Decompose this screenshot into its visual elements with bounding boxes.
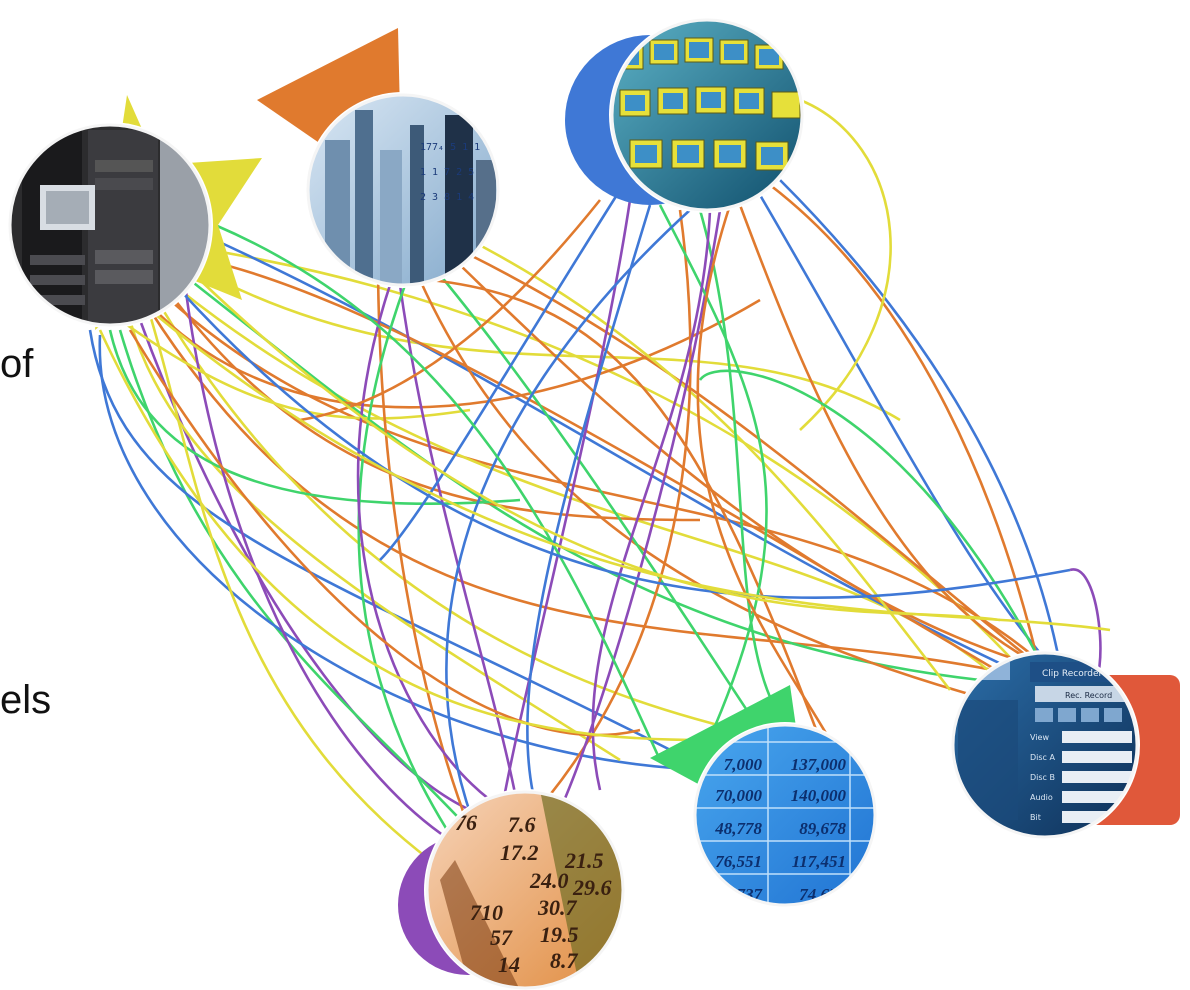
connection-edges	[88, 98, 1111, 862]
svg-text:1 1 7 2 5: 1 1 7 2 5	[420, 167, 474, 178]
svg-text:17.2: 17.2	[500, 840, 539, 865]
connection-curve-34	[698, 209, 791, 731]
connection-curve-5	[138, 319, 501, 822]
svg-text:117,451: 117,451	[792, 852, 846, 871]
connection-curve-32	[526, 204, 652, 821]
svg-text:Disc B: Disc B	[1030, 773, 1055, 782]
connection-curve-43	[591, 209, 712, 791]
svg-text:29.6: 29.6	[572, 875, 612, 900]
connection-curve-52	[199, 279, 1001, 622]
connection-curve-31	[498, 199, 632, 821]
connection-curve-18	[183, 284, 451, 842]
text-fragment-of: of	[0, 342, 34, 386]
clip-recorder-photo: Clip Recorder Rec. Record View Disc A Di…	[950, 650, 1140, 840]
connection-curve-38	[769, 183, 1042, 671]
connection-curve-49	[179, 289, 1071, 600]
svg-text:48,778: 48,778	[714, 819, 762, 838]
svg-text:2 3 8 1 4: 2 3 8 1 4	[420, 192, 474, 203]
connection-curve-51	[149, 308, 1111, 632]
city-data-photo: 177₄ 5 1 1 1 1 7 2 5 2 3 8 1 4	[305, 92, 501, 288]
svg-text:76: 76	[455, 810, 477, 835]
svg-text:76,551: 76,551	[715, 852, 762, 871]
svg-text:21.5: 21.5	[564, 848, 604, 873]
svg-text:70,000: 70,000	[715, 786, 762, 805]
connection-curve-1	[148, 309, 1041, 682]
svg-text:140,000: 140,000	[791, 786, 847, 805]
svg-text:Audio: Audio	[1030, 793, 1053, 802]
svg-text:500: 500	[737, 917, 763, 936]
stock-table-photo: 76 7.6 17.2 24.0 30.7 19.5 8.7 21.5 29.6…	[424, 789, 626, 990]
connection-curve-23	[418, 279, 991, 702]
connection-curve-22	[398, 284, 522, 821]
connection-curve-15	[128, 319, 621, 762]
monitors-grid-photo	[609, 17, 805, 213]
connection-curve-33	[519, 209, 692, 831]
connection-curve-40	[799, 98, 892, 431]
connection-curve-48	[214, 223, 662, 761]
svg-text:Rec. Record: Rec. Record	[1065, 691, 1112, 700]
svg-text:8.7: 8.7	[550, 948, 579, 973]
svg-text:Bit: Bit	[1030, 813, 1041, 822]
svg-text:177₄ 5 1 1: 177₄ 5 1 1	[420, 142, 480, 153]
svg-text:19.5: 19.5	[540, 922, 579, 947]
svg-text:7,000: 7,000	[724, 755, 763, 774]
connection-curve-13	[214, 238, 1081, 702]
connection-curve-36	[738, 204, 1051, 672]
connection-curve-45	[445, 209, 691, 841]
svg-text:Disc A: Disc A	[1030, 753, 1055, 762]
spreadsheet-photo: 7,000 70,000 48,778 76,551 33,737 500 13…	[692, 722, 878, 936]
connection-curve-30	[469, 238, 952, 691]
connection-curve-39	[779, 179, 1062, 666]
svg-text:30.7: 30.7	[537, 895, 578, 920]
connection-curve-16	[159, 298, 761, 409]
connection-curve-17	[108, 329, 521, 506]
connection-curve-19	[148, 314, 431, 862]
connection-curve-28	[356, 284, 506, 812]
connection-curve-20	[119, 318, 471, 420]
connection-curve-42	[658, 204, 768, 761]
svg-text:137,000: 137,000	[791, 755, 847, 774]
connection-curve-7	[88, 329, 691, 762]
connection-curve-46	[299, 199, 602, 422]
svg-text:14: 14	[498, 952, 520, 977]
connection-curve-54	[98, 329, 771, 742]
connection-curve-26	[469, 253, 1071, 692]
svg-text:89,678: 89,678	[799, 819, 846, 838]
connection-curve-44	[696, 204, 832, 741]
svg-text:70,400: 70,400	[799, 917, 846, 936]
connection-curve-8	[98, 334, 711, 772]
connection-curve-29	[429, 278, 822, 741]
svg-text:View: View	[1030, 733, 1049, 742]
text-fragment-els: els	[0, 678, 52, 722]
svg-text:Clip Recorder: Clip Recorder	[1042, 669, 1102, 679]
svg-text:7.6: 7.6	[508, 812, 536, 837]
connection-curve-41	[379, 189, 622, 561]
server-rack-photo	[7, 122, 213, 328]
connection-curve-37	[758, 194, 1051, 666]
svg-text:710: 710	[470, 900, 503, 925]
svg-text:24.0: 24.0	[529, 868, 569, 893]
svg-text:57: 57	[490, 925, 513, 950]
connection-curve-27	[357, 284, 462, 851]
connection-curve-47	[698, 369, 1052, 681]
